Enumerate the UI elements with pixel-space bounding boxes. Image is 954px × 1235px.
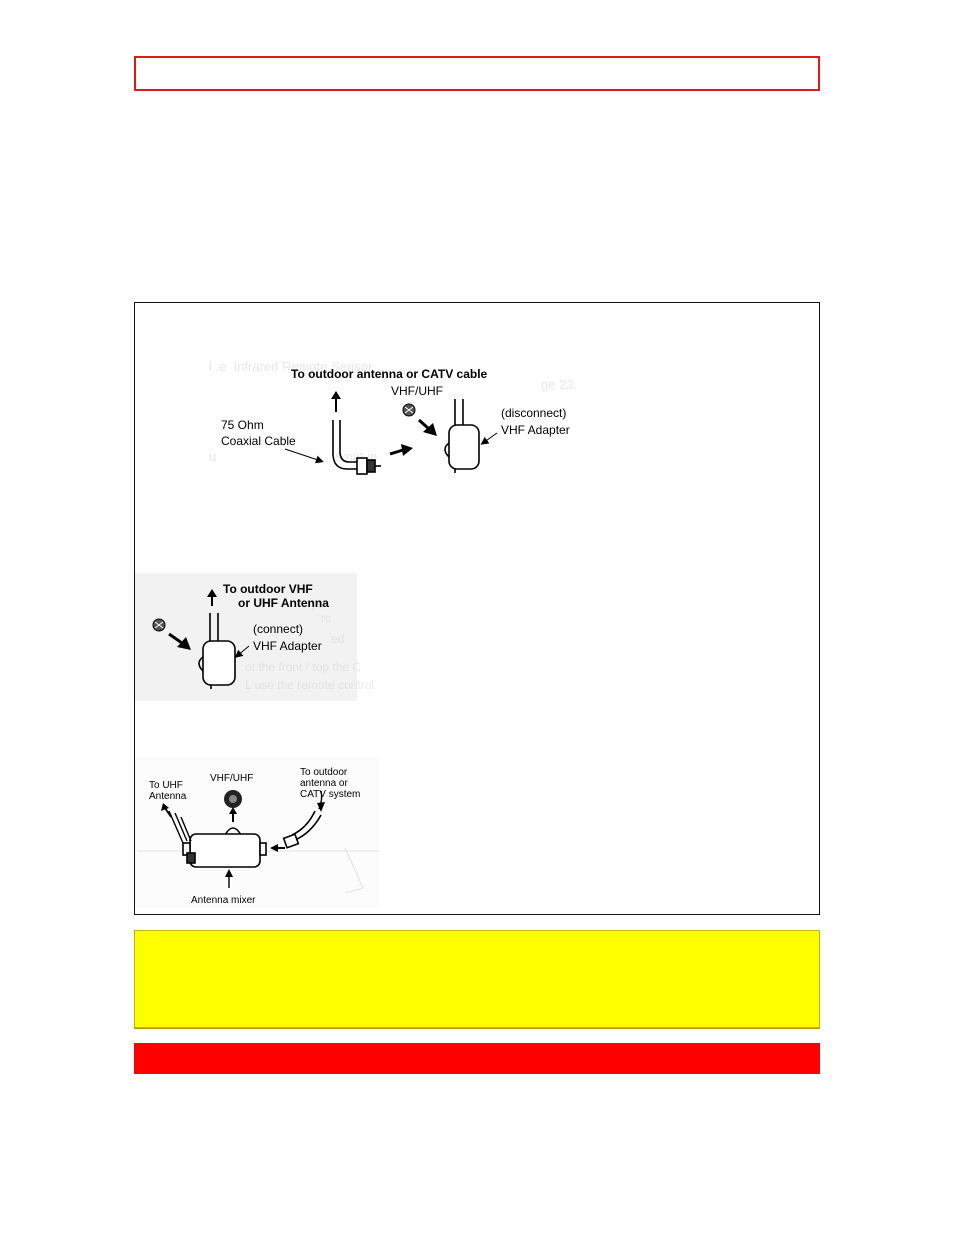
svg-text:u: u s not in [209, 449, 377, 464]
figure-connect-adapter: ys rc ed ot the front / top the C L use … [135, 573, 374, 701]
fig3-uhf-label-line1: To UHF [149, 780, 183, 791]
fig3-catv-cable-icon [282, 810, 322, 849]
fig2-vhf-adapter-icon [198, 613, 236, 689]
fig3-catv-arrow-down [317, 790, 325, 812]
footer-bar [134, 1043, 820, 1074]
fig3-catv-label-line2: antenna or [300, 778, 348, 789]
fig3-output-connector-icon [224, 790, 242, 822]
svg-text:ot the front / top the C: ot the front / top the C [245, 660, 361, 674]
fig3-catv-label-line1: To outdoor [300, 767, 348, 778]
fig2-print-through: ys rc ed ot the front / top the C L use … [245, 597, 374, 692]
fig1-right-arrow [389, 444, 413, 456]
fig2-adapter-label-line2: VHF Adapter [253, 639, 322, 653]
svg-text:ys: ys [311, 597, 323, 611]
fig1-up-arrow [331, 391, 341, 412]
fig3-catv-arrow-in [270, 844, 285, 852]
background-print-through: l .e Infrared Remote Sensor ge 23. ea u … [209, 359, 577, 464]
svg-text:ed: ed [331, 632, 344, 646]
note-box [134, 930, 820, 1028]
fig3-catv-label-line3: CATV system [300, 789, 360, 800]
fig1-cable-label-line1: 75 Ohm [221, 418, 264, 432]
fig2-adapter-leader [234, 645, 250, 658]
header-box [134, 56, 820, 91]
fig1-vhf-uhf-label: VHF/UHF [391, 384, 443, 398]
fig1-title: To outdoor antenna or CATV cable [291, 367, 488, 381]
fig3-uhf-label-line2: Antenna [149, 791, 187, 802]
figure-disconnect-adapter: l .e Infrared Remote Sensor ge 23. ea u … [209, 359, 577, 475]
svg-text:L use the remote control: L use the remote control [245, 678, 374, 692]
figure-antenna-mixer: To UHF Antenna VHF/UHF To outdoor antenn… [135, 758, 379, 908]
svg-text:l .e Infrared Remote Sensor: l .e Infrared Remote Sensor [209, 359, 373, 374]
svg-text:ge 23.: ge 23. [541, 377, 577, 392]
antenna-mixer-icon [182, 827, 267, 868]
fig2-title-line2: or UHF Antenna [238, 596, 329, 610]
fig1-cable-label-line2: Coaxial Cable [221, 434, 296, 448]
fig2-screw-icon [152, 618, 166, 632]
fig1-cable-leader [284, 448, 324, 464]
fig1-diagonal-arrow [417, 418, 437, 436]
fig1-adapter-label-line1: (disconnect) [501, 406, 566, 420]
fig3-uhf-arrow [161, 803, 172, 818]
vhf-adapter-icon [444, 399, 480, 473]
fig1-adapter-label-line2: VHF Adapter [501, 423, 570, 437]
screw-icon [402, 403, 416, 417]
svg-text:rc: rc [321, 611, 331, 625]
fig1-adapter-leader [480, 432, 498, 445]
fig2-adapter-label-line1: (connect) [253, 622, 303, 636]
fig2-diagonal-arrow [168, 632, 191, 650]
fig2-up-arrow [207, 589, 217, 606]
diagram-frame: l .e Infrared Remote Sensor ge 23. ea u … [134, 302, 820, 915]
fig2-title-line1: To outdoor VHF [223, 582, 313, 596]
connection-diagrams: l .e Infrared Remote Sensor ge 23. ea u … [135, 359, 577, 908]
coaxial-cable-icon [332, 420, 381, 475]
fig3-backdrop [135, 758, 379, 908]
fig3-mixer-label: Antenna mixer [191, 895, 256, 906]
fig3-vhf-uhf-label: VHF/UHF [210, 773, 253, 784]
fig3-mixer-arrow [225, 869, 233, 888]
